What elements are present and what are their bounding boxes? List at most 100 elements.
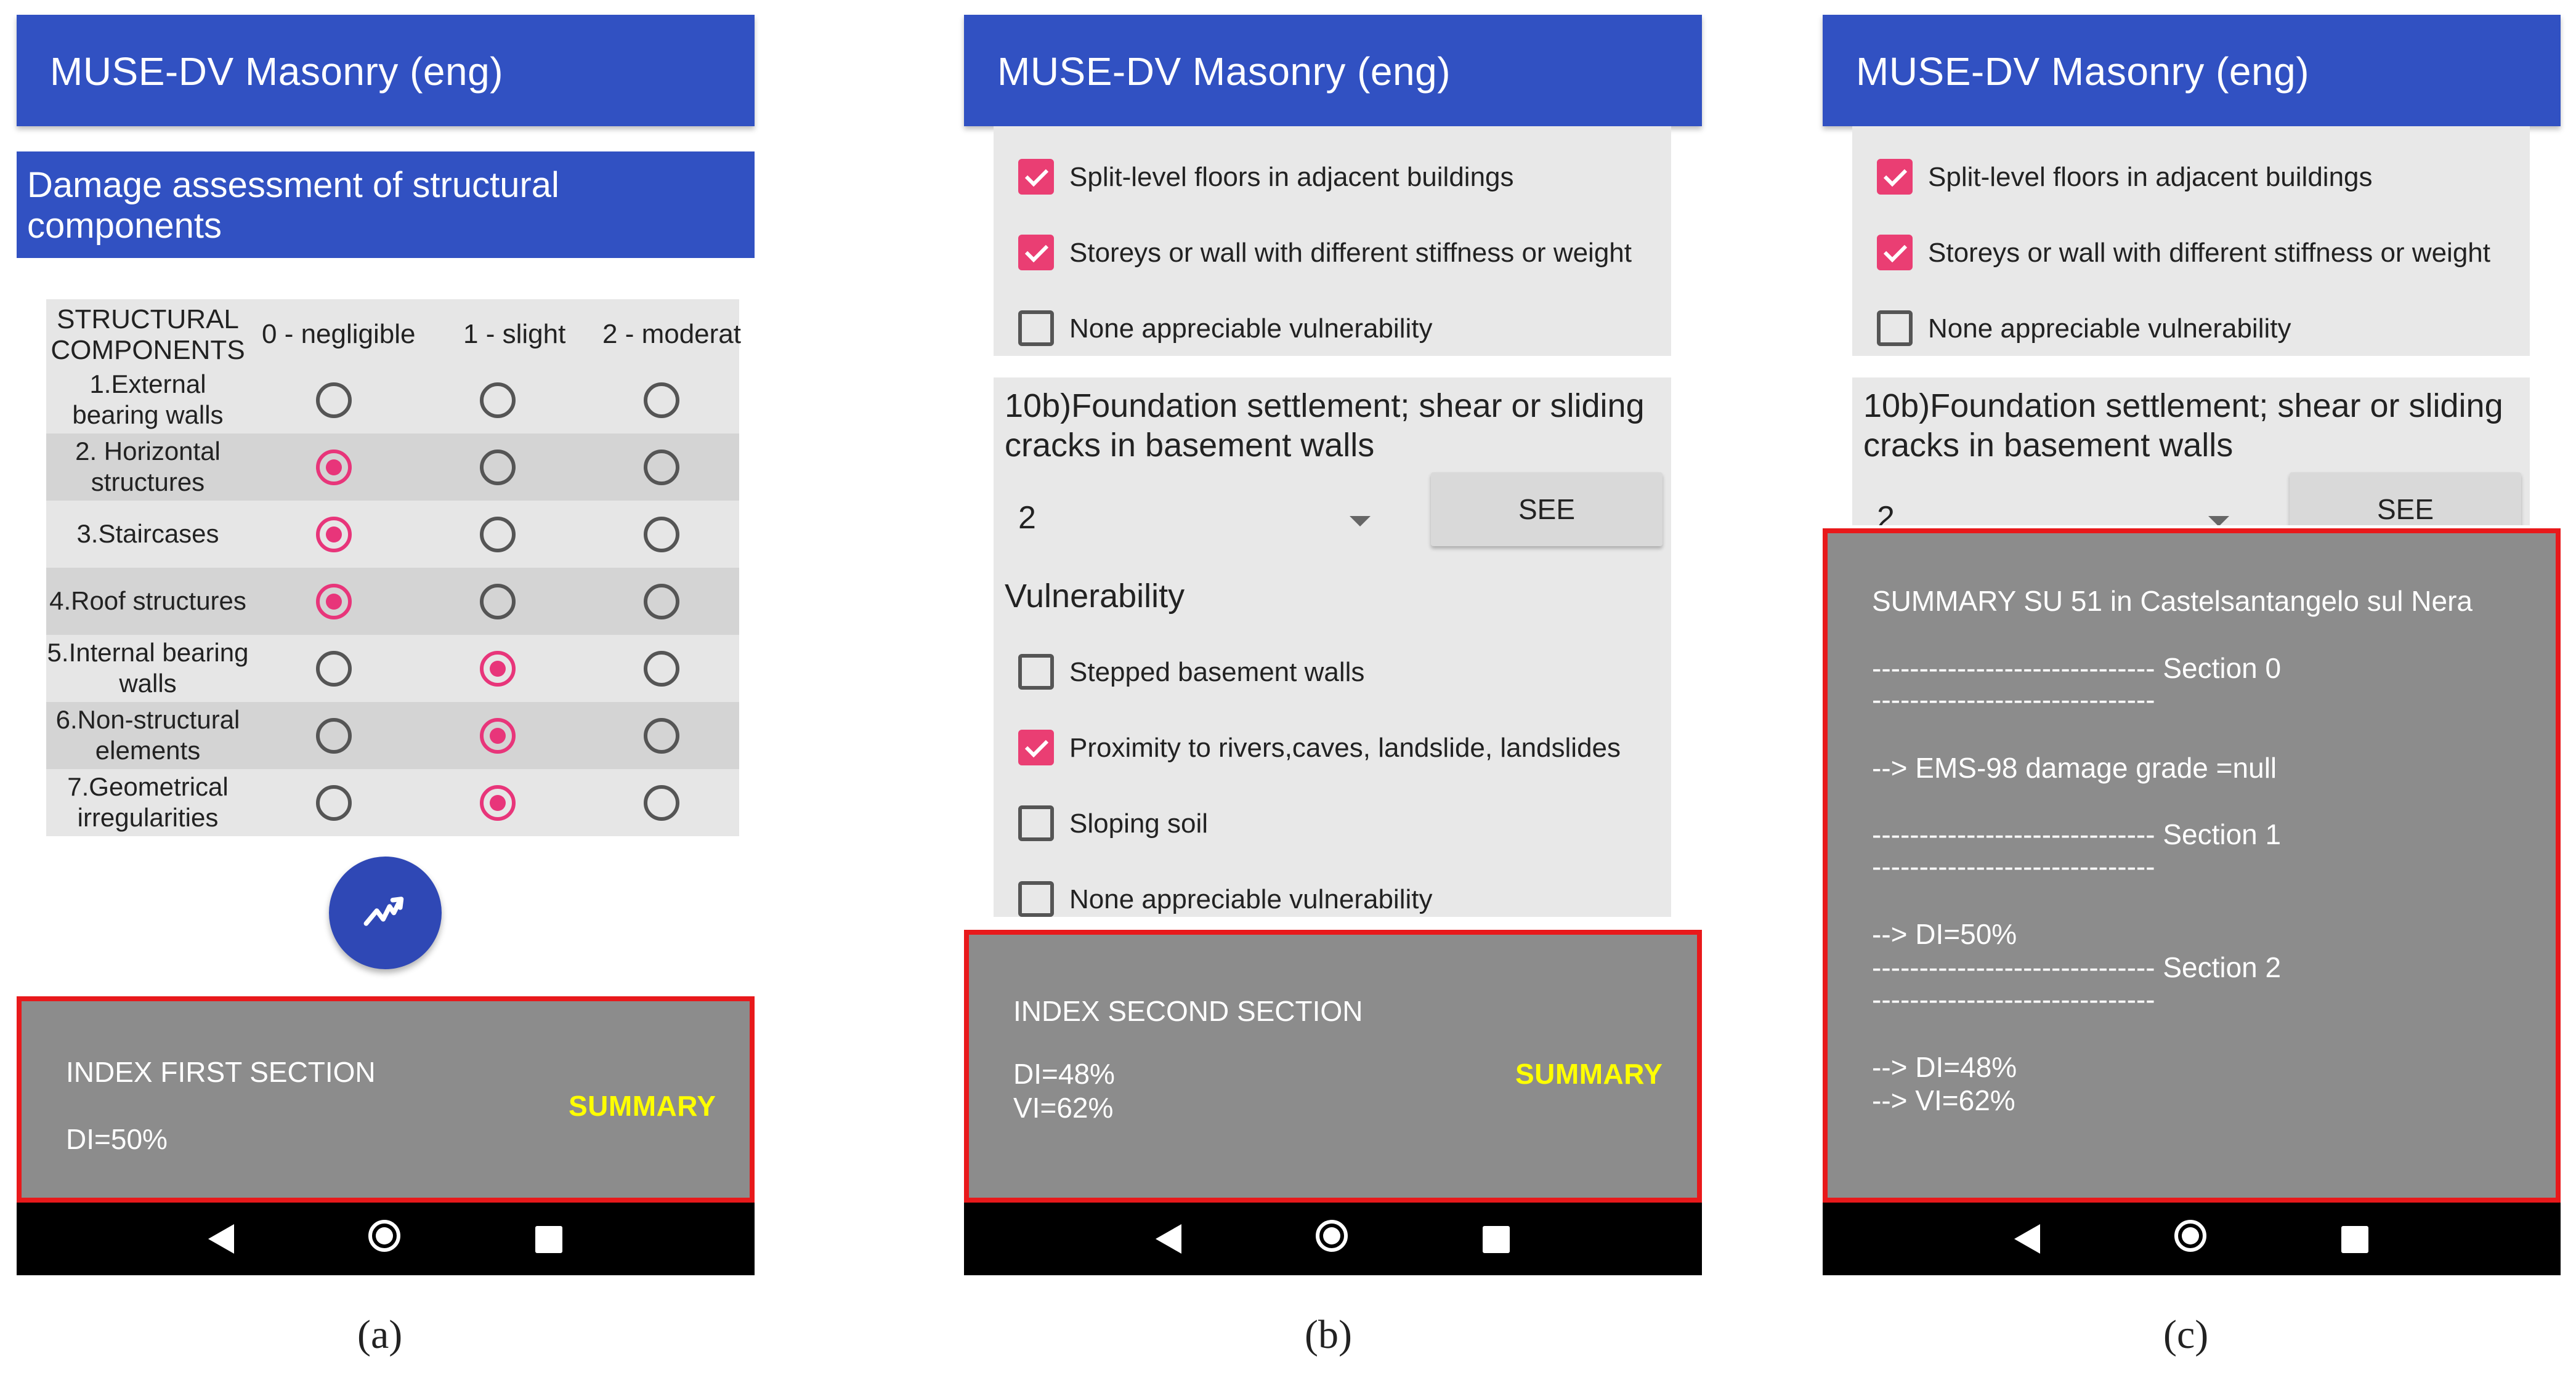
damage-radio-2[interactable] [644, 784, 679, 821]
recents-icon[interactable] [2341, 1226, 2368, 1253]
section-header-title: Damage assessment of structural componen… [27, 165, 559, 246]
checkbox-label: Sloping soil [1069, 808, 1209, 839]
damage-radio-2[interactable] [644, 516, 679, 552]
summary-link[interactable]: SUMMARY [569, 1090, 716, 1122]
dropdown-value[interactable]: 2 [1877, 500, 1895, 525]
checkbox[interactable] [1877, 310, 1913, 346]
damage-radio-2[interactable] [644, 717, 679, 754]
summary-link[interactable]: SUMMARY [1515, 1058, 1663, 1090]
column-header-slight: 1 - slight [463, 319, 566, 349]
back-icon[interactable] [1156, 1224, 1181, 1254]
table-header: STRUCTURAL COMPONENTS 0 - negligible 1 -… [46, 299, 741, 366]
damage-radio-0[interactable] [316, 717, 352, 754]
recents-icon[interactable] [535, 1226, 562, 1253]
damage-radio-2[interactable] [644, 583, 679, 619]
index-di: DI=48% [1013, 1058, 1115, 1090]
vulnerability-label: Vulnerability [1005, 578, 1185, 615]
question-heading: 10b)Foundation settlement; shear or slid… [1005, 387, 1645, 464]
question-heading: 10b)Foundation settlement; shear or slid… [1863, 387, 2503, 464]
damage-radio-2[interactable] [644, 382, 679, 418]
column-header-moderate: 2 - moderat [602, 319, 741, 349]
component-label: 1.External bearing walls [72, 369, 224, 429]
system-nav-bar [1823, 1203, 2561, 1275]
damage-radio-0[interactable] [316, 449, 352, 485]
table-row: 7.Geometrical irregularities [46, 769, 739, 836]
home-icon[interactable] [2174, 1220, 2206, 1252]
chart-fab-button[interactable] [329, 857, 442, 969]
section-2-line: ------------------------------ [1872, 983, 2155, 1015]
section-1-divider: ------------------------------ Section 1 [1872, 818, 2282, 850]
summary-title: SUMMARY SU 51 in Castelsantangelo sul Ne… [1872, 585, 2473, 617]
checkbox-label: Proximity to rivers,caves, landslide, la… [1069, 733, 1621, 763]
checkbox[interactable] [1018, 881, 1054, 917]
dropdown-value[interactable]: 2 [1018, 500, 1036, 536]
section-0-divider: ------------------------------ Section 0 [1872, 652, 2282, 684]
chevron-down-icon[interactable] [1350, 516, 1371, 526]
damage-radio-0[interactable] [316, 583, 352, 619]
checkbox[interactable] [1018, 159, 1054, 195]
vulnerability-card-top: Split-level floors in adjacent buildings… [1852, 126, 2530, 356]
damage-radio-2[interactable] [644, 449, 679, 485]
app-bar: MUSE-DV Masonry (eng) [964, 15, 1702, 126]
app-title: MUSE-DV Masonry (eng) [997, 49, 1451, 94]
table-row: 2. Horizontal structures [46, 433, 739, 501]
column-header-components: STRUCTURAL COMPONENTS [51, 304, 245, 365]
app-title: MUSE-DV Masonry (eng) [50, 49, 503, 94]
damage-radio-1[interactable] [480, 449, 516, 485]
recents-icon[interactable] [1483, 1226, 1510, 1253]
checkbox[interactable] [1018, 730, 1054, 765]
caption-a: (a) [357, 1312, 403, 1357]
section-1-line: ------------------------------ [1872, 850, 2155, 882]
index-summary-box: INDEX SECOND SECTION DI=48% VI=62% SUMMA… [964, 930, 1702, 1203]
index-di: DI=50% [66, 1123, 168, 1155]
damage-radio-2[interactable] [644, 650, 679, 687]
checkbox[interactable] [1018, 235, 1054, 270]
checkbox[interactable] [1018, 805, 1054, 841]
app-title: MUSE-DV Masonry (eng) [1856, 49, 2309, 94]
damage-radio-0[interactable] [316, 784, 352, 821]
component-label: 5.Internal bearing walls [47, 638, 249, 698]
section-2-vi: --> VI=62% [1872, 1084, 2015, 1116]
index-summary-box: INDEX FIRST SECTION SUMMARY DI=50% [17, 996, 755, 1203]
checkbox[interactable] [1877, 235, 1913, 270]
column-header-negligible: 0 - negligible [262, 319, 416, 349]
section-2-di: --> DI=48% [1872, 1051, 2017, 1083]
damage-radio-1[interactable] [480, 784, 516, 821]
panel-a: MUSE-DV Masonry (eng) Damage assessment … [17, 15, 755, 1275]
see-button[interactable]: SEE [1431, 472, 1663, 546]
vulnerability-card-top: Split-level floors in adjacent buildings… [994, 126, 1671, 356]
damage-radio-0[interactable] [316, 382, 352, 418]
section-1-di: --> DI=50% [1872, 918, 2017, 950]
home-icon[interactable] [1316, 1220, 1348, 1252]
back-icon[interactable] [2014, 1224, 2040, 1254]
section-2-divider: ------------------------------ Section 2 [1872, 951, 2282, 983]
back-icon[interactable] [208, 1224, 234, 1254]
caption-c: (c) [2163, 1312, 2209, 1357]
damage-radio-1[interactable] [480, 583, 516, 619]
table-row: 3.Staircases [46, 501, 739, 568]
see-button[interactable]: SEE [2290, 472, 2521, 525]
damage-radio-1[interactable] [480, 717, 516, 754]
damage-radio-0[interactable] [316, 516, 352, 552]
panel-c: MUSE-DV Masonry (eng) Split-level floors… [1823, 15, 2561, 1275]
checkbox-label: Stepped basement walls [1069, 657, 1365, 687]
chevron-down-icon[interactable] [2208, 516, 2229, 525]
damage-radio-1[interactable] [480, 516, 516, 552]
checkbox[interactable] [1018, 310, 1054, 346]
damage-radio-1[interactable] [480, 650, 516, 687]
table-row: 1.External bearing walls [46, 366, 739, 433]
damage-radio-1[interactable] [480, 382, 516, 418]
checkbox[interactable] [1877, 159, 1913, 195]
table-row: 6.Non-structural elements [46, 702, 739, 769]
home-icon[interactable] [368, 1220, 400, 1252]
panel-b: MUSE-DV Masonry (eng) Split-level floors… [964, 15, 1702, 1275]
checkbox-label: None appreciable vulnerability [1928, 313, 2291, 344]
checkbox-label: Storeys or wall with different stiffness… [1928, 238, 2490, 268]
checkbox-label: Split-level floors in adjacent buildings [1069, 162, 1514, 192]
component-label: 2. Horizontal structures [75, 437, 221, 496]
checkbox[interactable] [1018, 654, 1054, 690]
component-label: 6.Non-structural elements [55, 705, 240, 765]
damage-radio-0[interactable] [316, 650, 352, 687]
foundation-card: 10b)Foundation settlement; shear or slid… [994, 377, 1671, 917]
component-label: 3.Staircases [76, 519, 219, 548]
